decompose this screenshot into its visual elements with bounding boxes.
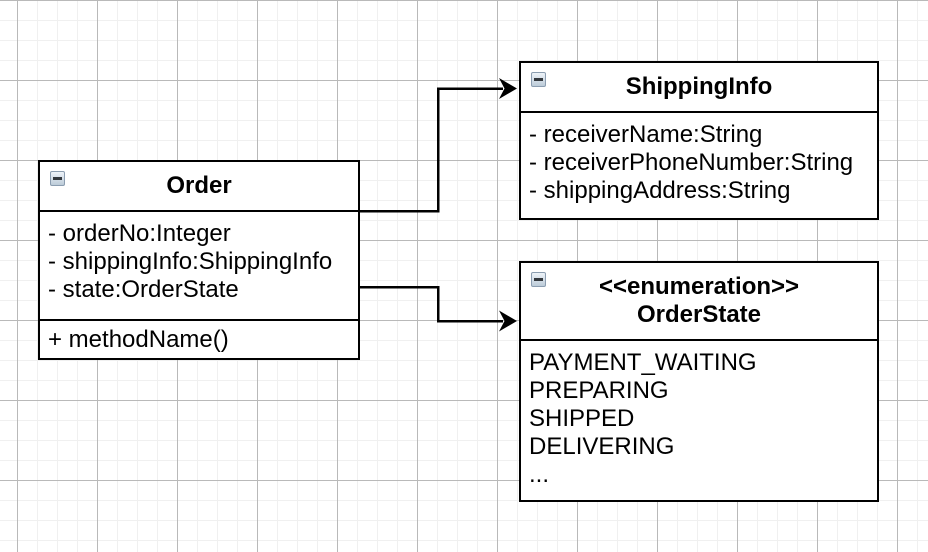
attribute-row: - receiverPhoneNumber:String <box>529 149 854 176</box>
attribute-row: - orderNo:Integer <box>48 220 231 247</box>
class-title: Order <box>166 172 232 199</box>
arrowhead-icon <box>499 78 517 99</box>
attribute-row: - state:OrderState <box>48 276 239 303</box>
minus-icon <box>53 177 62 180</box>
enum-value-row: PREPARING <box>529 377 669 404</box>
class-header-shippinginfo: ShippingInfo <box>521 63 877 113</box>
class-box-shippinginfo[interactable]: ShippingInfo - receiverName:String - rec… <box>519 61 879 220</box>
method-row: + methodName() <box>48 325 229 353</box>
class-box-order[interactable]: Order - orderNo:Integer - shippingInfo:S… <box>38 160 360 360</box>
minus-icon <box>534 78 543 81</box>
connector-order-shippinginfo[interactable] <box>360 78 517 213</box>
collapse-icon[interactable] <box>50 171 65 186</box>
enum-value-row: ... <box>529 461 550 488</box>
attributes-section: - orderNo:Integer - shippingInfo:Shippin… <box>40 212 358 321</box>
class-title: OrderState <box>636 301 762 328</box>
enum-values-section: PAYMENT_WAITING PREPARING SHIPPED DELIVE… <box>521 341 877 500</box>
class-stereotype: <<enumeration>> <box>598 273 800 300</box>
enum-value-row: PAYMENT_WAITING <box>529 349 757 376</box>
attribute-row: - shippingAddress:String <box>529 177 791 204</box>
methods-section: + methodName() <box>40 321 358 358</box>
class-title: ShippingInfo <box>625 73 773 100</box>
arrowhead-icon <box>499 310 517 332</box>
collapse-icon[interactable] <box>531 272 546 287</box>
class-header-order: Order <box>40 162 358 212</box>
attributes-section: - receiverName:String - receiverPhoneNum… <box>521 113 877 218</box>
class-box-orderstate[interactable]: <<enumeration>> OrderState PAYMENT_WAITI… <box>519 261 879 502</box>
attribute-row: - shippingInfo:ShippingInfo <box>48 248 333 275</box>
collapse-icon[interactable] <box>531 72 546 87</box>
class-header-orderstate: <<enumeration>> OrderState <box>521 263 877 341</box>
attribute-row: - receiverName:String <box>529 121 763 148</box>
connector-order-orderstate[interactable] <box>360 285 517 332</box>
enum-value-row: SHIPPED <box>529 405 635 432</box>
enum-value-row: DELIVERING <box>529 433 675 460</box>
minus-icon <box>534 278 543 281</box>
